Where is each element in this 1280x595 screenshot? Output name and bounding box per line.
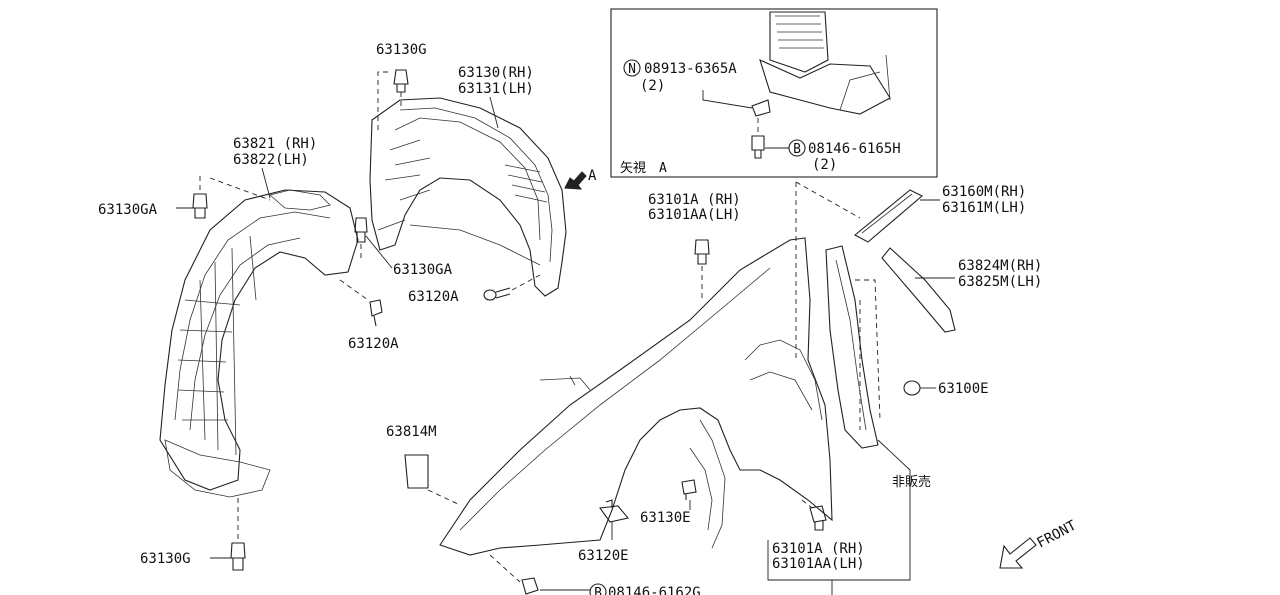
label-inset-view: 矢視 A <box>620 161 667 176</box>
label-63130-rh: 63130(RH) <box>458 65 534 81</box>
label-63130e: 63130E <box>640 510 691 526</box>
clip-63130ga-mid <box>354 217 368 243</box>
label-63120a-right: 63120A <box>408 289 459 305</box>
fender-protector <box>825 245 879 449</box>
grommet-63100e <box>903 380 921 396</box>
label-not-for-sale: 非販売 <box>892 474 931 490</box>
label-inset-nut-qty: (2) <box>640 78 665 94</box>
fender-panel <box>439 237 833 556</box>
label-inset-bolt-qty: (2) <box>812 157 837 173</box>
label-bottom-bolt: 08146-6162G <box>608 585 701 595</box>
label-inset-nut: 08913-6365A <box>644 61 737 77</box>
seal-63824m <box>881 247 956 333</box>
label-63101a-rh-top: 63101A (RH) <box>648 192 741 208</box>
liner-63821 <box>159 189 359 498</box>
clip-63130ga-left <box>192 193 208 219</box>
label-63130ga-mid: 63130GA <box>393 262 453 278</box>
bolt-08146-6162g <box>521 577 539 595</box>
circle-n-label: N <box>628 62 636 77</box>
inset-frame <box>610 8 938 178</box>
inset-liner-drawing <box>751 11 891 117</box>
front-arrow-icon <box>999 537 1037 569</box>
label-63101aa-lh-top: 63101AA(LH) <box>648 207 741 223</box>
clip-63130g-top <box>393 69 409 93</box>
inset-view-a: N 08913-6365A (2) B 08146-6165H (2) 矢視 A <box>610 8 938 178</box>
bolt-63101a-top <box>694 239 710 265</box>
label-63822-lh: 63822(LH) <box>233 152 309 168</box>
label-front: FRONT <box>1034 517 1079 551</box>
screw-63120a-left <box>369 299 383 327</box>
circle-b-icon-2: B <box>589 583 607 595</box>
label-63825m-lh: 63825M(LH) <box>958 274 1042 290</box>
label-63101aa-lh-bottom: 63101AA(LH) <box>772 556 865 572</box>
clip-63130e <box>681 479 697 500</box>
nut-63120e <box>599 499 630 523</box>
label-63821-rh: 63821 (RH) <box>233 136 317 152</box>
bracket-63814m <box>404 454 429 489</box>
label-63161m-lh: 63161M(LH) <box>942 200 1026 216</box>
inset-bolt-icon: B <box>751 135 806 159</box>
label-63814m: 63814M <box>386 424 437 440</box>
label-63130g-top: 63130G <box>376 42 427 58</box>
label-inset-bolt: 08146-6165H <box>808 141 901 157</box>
label-63130ga-left: 63130GA <box>98 202 158 218</box>
liner-63130 <box>369 97 567 297</box>
label-63160m-rh: 63160M(RH) <box>942 184 1026 200</box>
label-view-arrow: A <box>588 168 597 184</box>
label-63120e: 63120E <box>578 548 629 564</box>
label-63824m-rh: 63824M(RH) <box>958 258 1042 274</box>
label-63120a-left: 63120A <box>348 336 399 352</box>
label-63130g-bottom: 63130G <box>140 551 191 567</box>
label-63101a-rh-bottom: 63101A (RH) <box>772 541 865 557</box>
trim-63160m <box>854 189 923 243</box>
clip-63130g-bottom <box>230 542 246 571</box>
circle-b-label-2: B <box>594 586 602 595</box>
screw-63120a-right <box>483 287 511 301</box>
label-63131-lh: 63131(LH) <box>458 81 534 97</box>
circle-b-label-1: B <box>793 142 801 157</box>
label-63100e: 63100E <box>938 381 989 397</box>
view-a-arrow <box>564 171 587 190</box>
inset-nut-icon: N <box>623 59 641 77</box>
bolt-63101a-bottom <box>809 505 827 531</box>
